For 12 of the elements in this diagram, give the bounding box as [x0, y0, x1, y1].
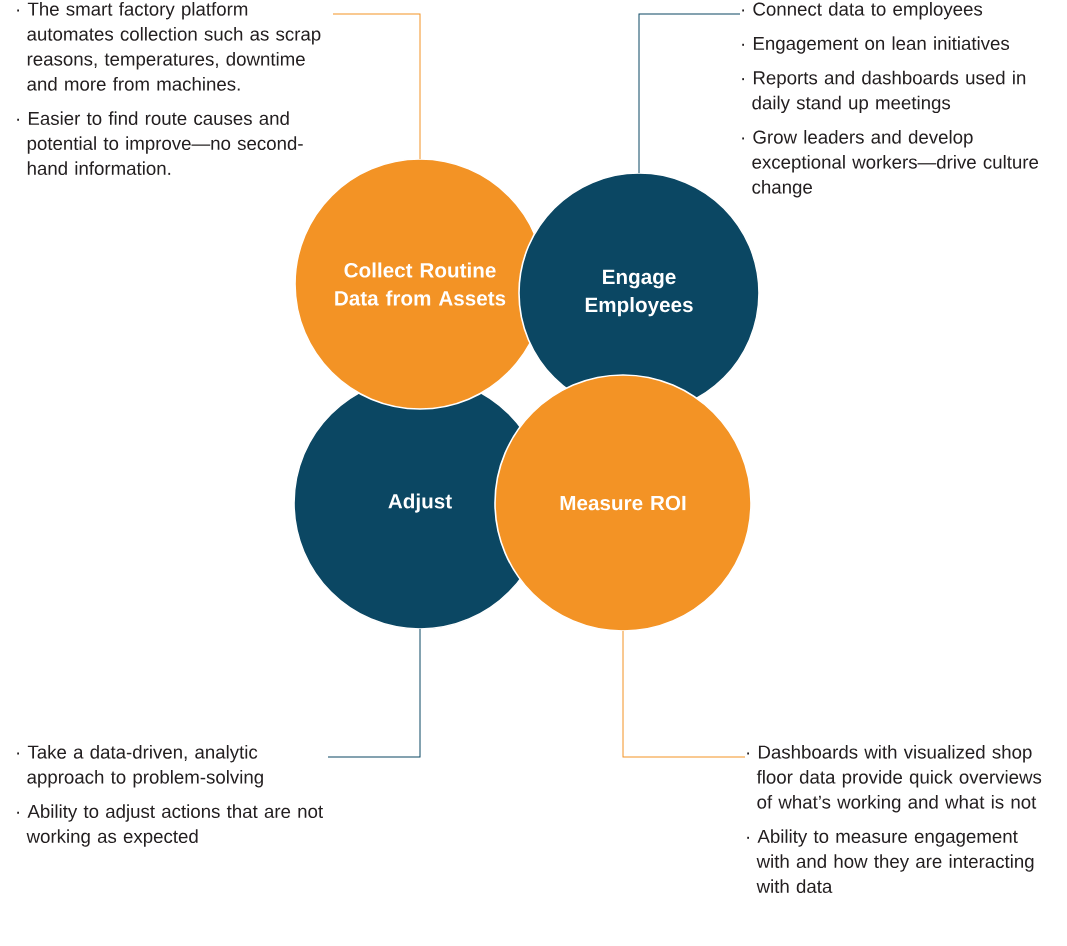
leader-line — [622, 630, 746, 758]
bullet-text: · Connect data to employees — [742, 2, 983, 20]
bullet-text: · Take a data-driven, analytic approach to problem-solving — [17, 745, 263, 788]
bullet-text: · The smart factory platform automates collection such as scrap reasons, temperatures, downtime and more from machines. — [17, 2, 321, 91]
bullet-text: · Reports and dashboards used in daily stand up meetings — [742, 70, 1026, 114]
leader-line — [638, 13, 741, 174]
bullet-text: · Engagement on lean initiatives — [742, 36, 1010, 54]
leader-line — [327, 628, 421, 758]
bullet-text: · Ability to measure engagement with and how they are interacting with data — [747, 829, 1034, 894]
leader-line — [332, 13, 421, 160]
bullet-text: · Dashboards with visualized shop floor data provide quick overviews of what’s working and what is not — [747, 745, 1042, 813]
bullet-text: · Ability to adjust actions that are not working as expected — [17, 804, 323, 847]
